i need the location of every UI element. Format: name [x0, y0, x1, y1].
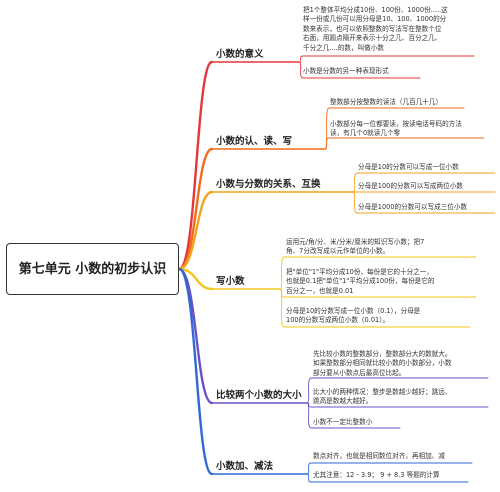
- leaf-connector: [298, 61, 421, 79]
- leaf-connector: [352, 172, 496, 193]
- branch-connector: [177, 267, 214, 476]
- leaf-text[interactable]: 小数不一定比整数小: [313, 418, 373, 426]
- branch-label-add-subtract[interactable]: 小数加、减法: [216, 461, 274, 472]
- branch-label-write-decimals[interactable]: 写小数: [216, 276, 245, 287]
- leaf-connector: [298, 55, 475, 63]
- leaf-text[interactable]: 把1个整体平均分成10份、100份、1000份.....这 样一份或几份可以用分…: [303, 6, 448, 52]
- leaf-connector: [352, 191, 496, 214]
- leaf-connector: [306, 402, 401, 429]
- leaf-connector: [279, 288, 471, 328]
- leaf-text[interactable]: 分母是10的分数可以写成一位小数: [358, 163, 459, 171]
- leaf-text[interactable]: 运用元/角/分、米/分米/厘米的知识写小数；把7 角、7分改写成以元作单位的小数…: [286, 238, 425, 256]
- leaf-connector: [306, 473, 469, 483]
- branch-label-meaning[interactable]: 小数的意义: [216, 49, 264, 60]
- branch-connector: [177, 147, 214, 271]
- leaf-text[interactable]: 尤其注意：12 - 3.9； 9 + 8.3 等题的计算: [313, 471, 440, 479]
- leaf-text[interactable]: 分母是10的分数写成一位小数（0.1），分母是 100的分数写成两位小数（0.0…: [286, 307, 421, 325]
- branch-label-compare[interactable]: 比较两个小数的大小: [216, 390, 302, 401]
- leaf-text[interactable]: 分母是1000的分数可以写成三位小数: [358, 203, 468, 211]
- branch-label-read-write[interactable]: 小数的认、读、写: [216, 136, 293, 147]
- root-node[interactable]: 第七单元 小数的初步认识: [6, 243, 179, 295]
- branch-connector: [177, 267, 214, 291]
- leaf-text[interactable]: 数点对齐，也就是相同数位对齐，再相加、减: [313, 452, 445, 460]
- leaf-text[interactable]: 小数是分数的另一种表现形式: [303, 67, 389, 75]
- leaf-connector: [306, 462, 473, 475]
- branch-connector: [177, 190, 214, 271]
- leaf-text[interactable]: 先比较小数的整数部分，整数部分大的数就大。 如果整数部分相同就比较小数的小数部分…: [313, 350, 452, 377]
- leaf-connector: [324, 107, 465, 150]
- root-title: 第七单元 小数的初步认识: [18, 261, 167, 277]
- leaf-text[interactable]: 分母是100的分数可以写成两位小数: [358, 182, 463, 190]
- leaf-text[interactable]: 比大小的两种情况：整步是数越少越好；跳远、 跳高是数越大越好。: [313, 388, 452, 406]
- leaf-connector: [306, 377, 489, 404]
- branch-connector: [177, 60, 214, 271]
- leaf-text[interactable]: 整数部分按整数的读法（几百几十几）: [330, 98, 443, 106]
- leaf-connector: [324, 137, 485, 150]
- branch-label-fraction-relation[interactable]: 小数与分数的关系、互换: [216, 179, 321, 190]
- leaf-text[interactable]: 小数部分每一位都要读，按读电话号码的方法 读，有几个0就读几个零: [330, 120, 462, 138]
- leaf-text[interactable]: 把"单位"1"平均分成10份，每份是它的十分之一， 也就是0.1把"单位"1"平…: [286, 268, 435, 295]
- leaf-connector: [279, 256, 477, 290]
